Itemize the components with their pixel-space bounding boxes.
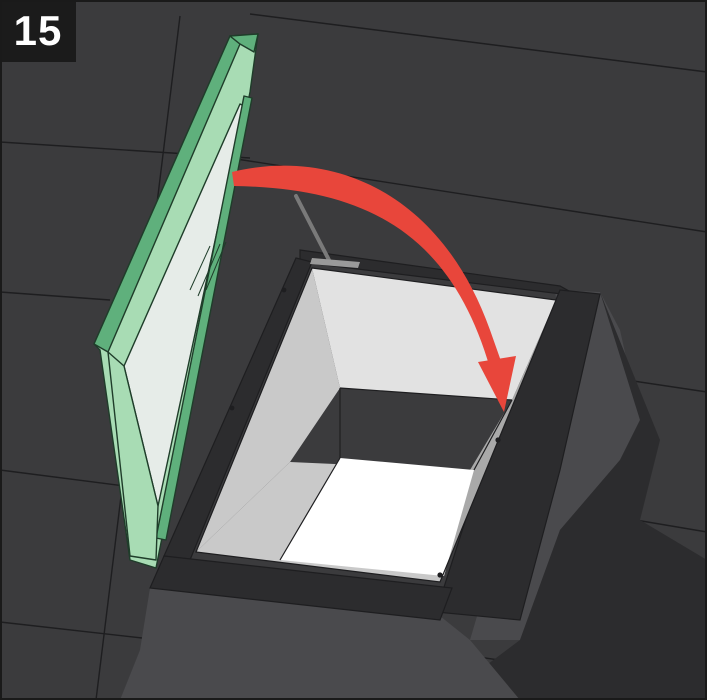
step-number-badge: 15 bbox=[0, 0, 76, 62]
arrow-head bbox=[478, 356, 516, 412]
lining-left-panel bbox=[196, 268, 340, 552]
gas-strut bbox=[294, 194, 332, 264]
ceiling-opening bbox=[280, 458, 474, 576]
frame-bottom-rail bbox=[149, 555, 453, 621]
lining-edges bbox=[195, 267, 557, 583]
sash-inner-rail bbox=[155, 95, 253, 541]
strut-bracket bbox=[310, 258, 360, 268]
sash-top-rail bbox=[229, 33, 259, 53]
opened-sash bbox=[93, 33, 259, 569]
glass-reflection bbox=[189, 241, 227, 297]
frame-screws bbox=[229, 287, 501, 578]
arrow-body bbox=[232, 165, 502, 368]
curved-arrow-icon bbox=[232, 165, 516, 412]
sash-bottom-rail bbox=[107, 351, 159, 561]
side-flashing-shadow bbox=[440, 292, 707, 700]
